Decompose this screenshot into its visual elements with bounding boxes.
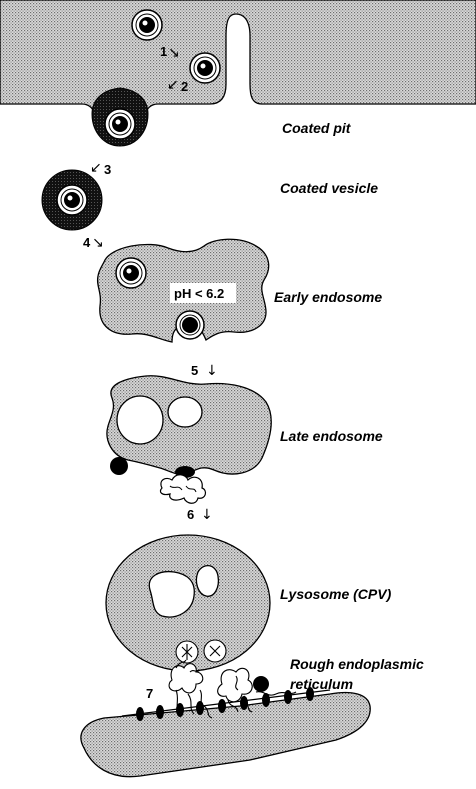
step-5-arrow: ↓ bbox=[206, 363, 218, 379]
step-5-label: 5 bbox=[191, 363, 198, 378]
label-coated-pit: Coated pit bbox=[282, 120, 352, 136]
early-endosome-virion-2 bbox=[176, 311, 204, 339]
label-coated-vesicle: Coated vesicle bbox=[280, 180, 378, 196]
virion-surface-1 bbox=[132, 10, 162, 40]
label-late-endosome: Late endosome bbox=[280, 428, 383, 444]
step-2-label: 2 bbox=[181, 79, 188, 94]
step-4-label: 4 bbox=[83, 235, 91, 250]
step-3-label: 3 bbox=[104, 162, 111, 177]
step-4-arrow: ↘ bbox=[92, 235, 104, 251]
step-6-label: 6 bbox=[187, 507, 194, 522]
step-3-arrow: ↙ bbox=[90, 160, 102, 176]
step-2-arrow: ↙ bbox=[167, 77, 179, 93]
step-7-label: 7 bbox=[146, 686, 153, 701]
coated-vesicle bbox=[42, 170, 102, 230]
lysosome-vacuole-1 bbox=[149, 572, 194, 617]
step-6-arrow: ↓ bbox=[201, 507, 213, 523]
label-rer-line-1: Rough endoplasmic bbox=[290, 656, 424, 672]
released-virion-er bbox=[253, 676, 269, 692]
released-virion-late bbox=[110, 457, 128, 475]
plasma-membrane bbox=[0, 0, 476, 134]
lysosome-vacuole-2 bbox=[196, 566, 218, 597]
late-endosome-vacuole-2 bbox=[168, 397, 202, 427]
coated-pit-virion bbox=[92, 88, 148, 146]
label-rer-line-2: reticulum bbox=[290, 676, 353, 692]
late-endosome-protrusion bbox=[160, 466, 205, 503]
step-1-arrow: ↘ bbox=[168, 45, 180, 61]
late-endosome-vacuole-1 bbox=[117, 396, 163, 444]
ph-label: pH < 6.2 bbox=[174, 286, 224, 301]
step-1-label: 1 bbox=[160, 44, 167, 59]
label-early-endosome: Early endosome bbox=[274, 289, 382, 305]
early-endosome-virion-1 bbox=[116, 258, 146, 288]
label-lysosome: Lysosome (CPV) bbox=[280, 586, 392, 602]
virion-surface-2 bbox=[190, 53, 220, 83]
